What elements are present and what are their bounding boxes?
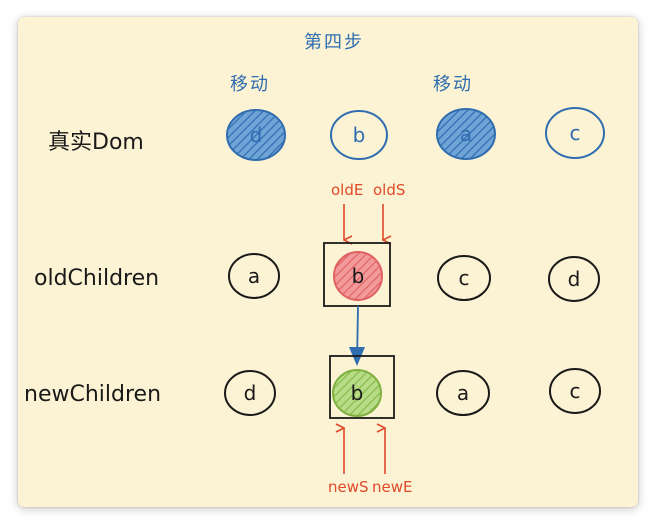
oldS-pointer-label: oldS bbox=[373, 181, 406, 199]
diagram-canvas bbox=[18, 17, 638, 507]
svg-text:c: c bbox=[459, 266, 470, 290]
svg-text:b: b bbox=[351, 381, 364, 405]
svg-text:a: a bbox=[248, 264, 260, 288]
old-children-node-b-box: b bbox=[323, 242, 391, 307]
move-label-1: 移动 bbox=[230, 74, 270, 95]
svg-text:b: b bbox=[353, 123, 366, 147]
real-dom-row-label: 真实Dom bbox=[48, 130, 144, 155]
svg-text:b: b bbox=[352, 264, 365, 288]
real-dom-node-c: c bbox=[545, 107, 605, 159]
new-children-node-d: d bbox=[224, 370, 276, 416]
newE-pointer-label: newE bbox=[372, 478, 413, 496]
old-children-node-d: d bbox=[548, 256, 600, 302]
old-children-row-label: oldChildren bbox=[34, 266, 160, 291]
new-children-node-c: c bbox=[549, 368, 601, 414]
new-children-row-label: newChildren bbox=[24, 382, 162, 407]
move-label-2: 移动 bbox=[433, 74, 473, 95]
newS-pointer-label: newS bbox=[328, 478, 369, 496]
svg-text:a: a bbox=[457, 381, 469, 405]
new-children-node-b-box: b bbox=[329, 355, 395, 419]
svg-text:d: d bbox=[250, 123, 263, 147]
svg-text:c: c bbox=[570, 379, 581, 403]
real-dom-node-b: b bbox=[330, 110, 388, 160]
svg-text:a: a bbox=[460, 122, 472, 146]
new-children-node-a: a bbox=[436, 370, 490, 416]
diagram-title: 第四步 bbox=[304, 32, 364, 53]
svg-text:d: d bbox=[568, 267, 581, 291]
old-children-node-a: a bbox=[228, 253, 280, 299]
svg-text:c: c bbox=[570, 121, 581, 145]
oldE-pointer-label: oldE bbox=[331, 181, 364, 199]
old-children-node-c: c bbox=[437, 255, 491, 301]
match-arrow bbox=[349, 305, 365, 366]
svg-text:d: d bbox=[244, 381, 257, 405]
real-dom-node-d: d bbox=[226, 109, 286, 161]
real-dom-node-a: a bbox=[436, 108, 496, 160]
